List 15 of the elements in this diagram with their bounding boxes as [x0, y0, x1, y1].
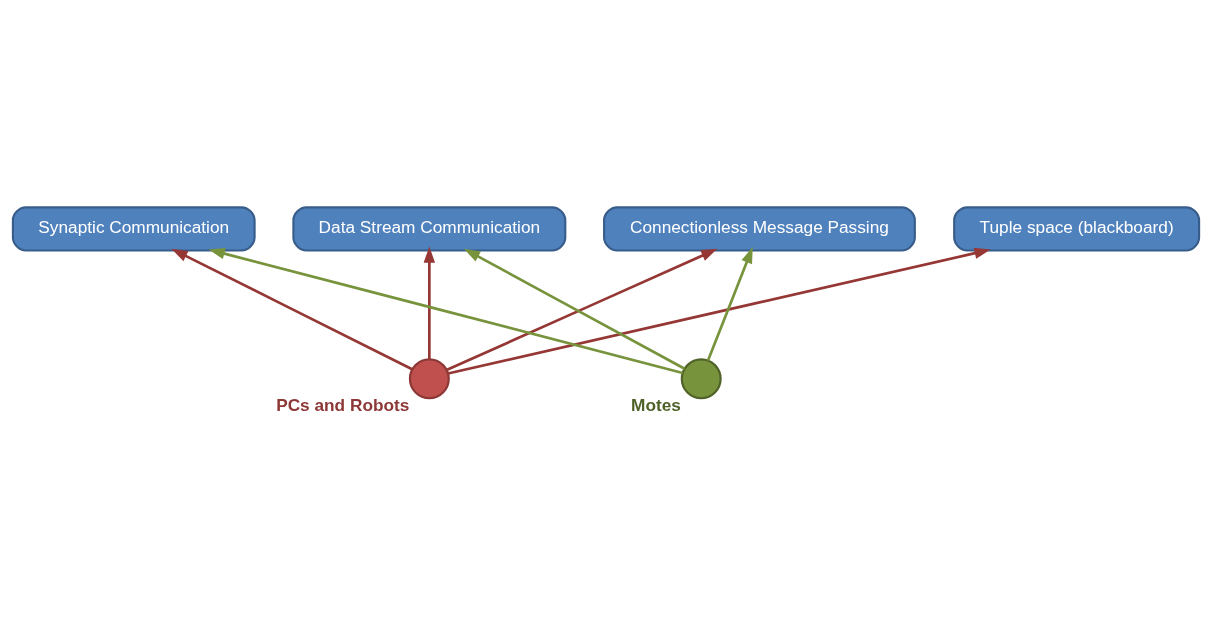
arrow: [446, 248, 718, 371]
node-box: Synaptic Communication: [11, 205, 256, 252]
node-box: Connectionless Message Passing: [603, 205, 916, 252]
node-circle: [680, 357, 722, 399]
arrow: [208, 247, 683, 374]
arrow: [447, 247, 991, 375]
node-label: Motes: [631, 394, 681, 415]
arrow: [706, 246, 753, 361]
node-box: Tuple space (blackboard): [953, 205, 1201, 252]
node-box: Data Stream Communication: [292, 205, 567, 252]
arrow: [423, 245, 436, 359]
node-label: PCs and Robots: [276, 394, 410, 415]
arrow: [171, 248, 413, 370]
node-circle: [408, 357, 450, 399]
arrow: [463, 248, 686, 370]
